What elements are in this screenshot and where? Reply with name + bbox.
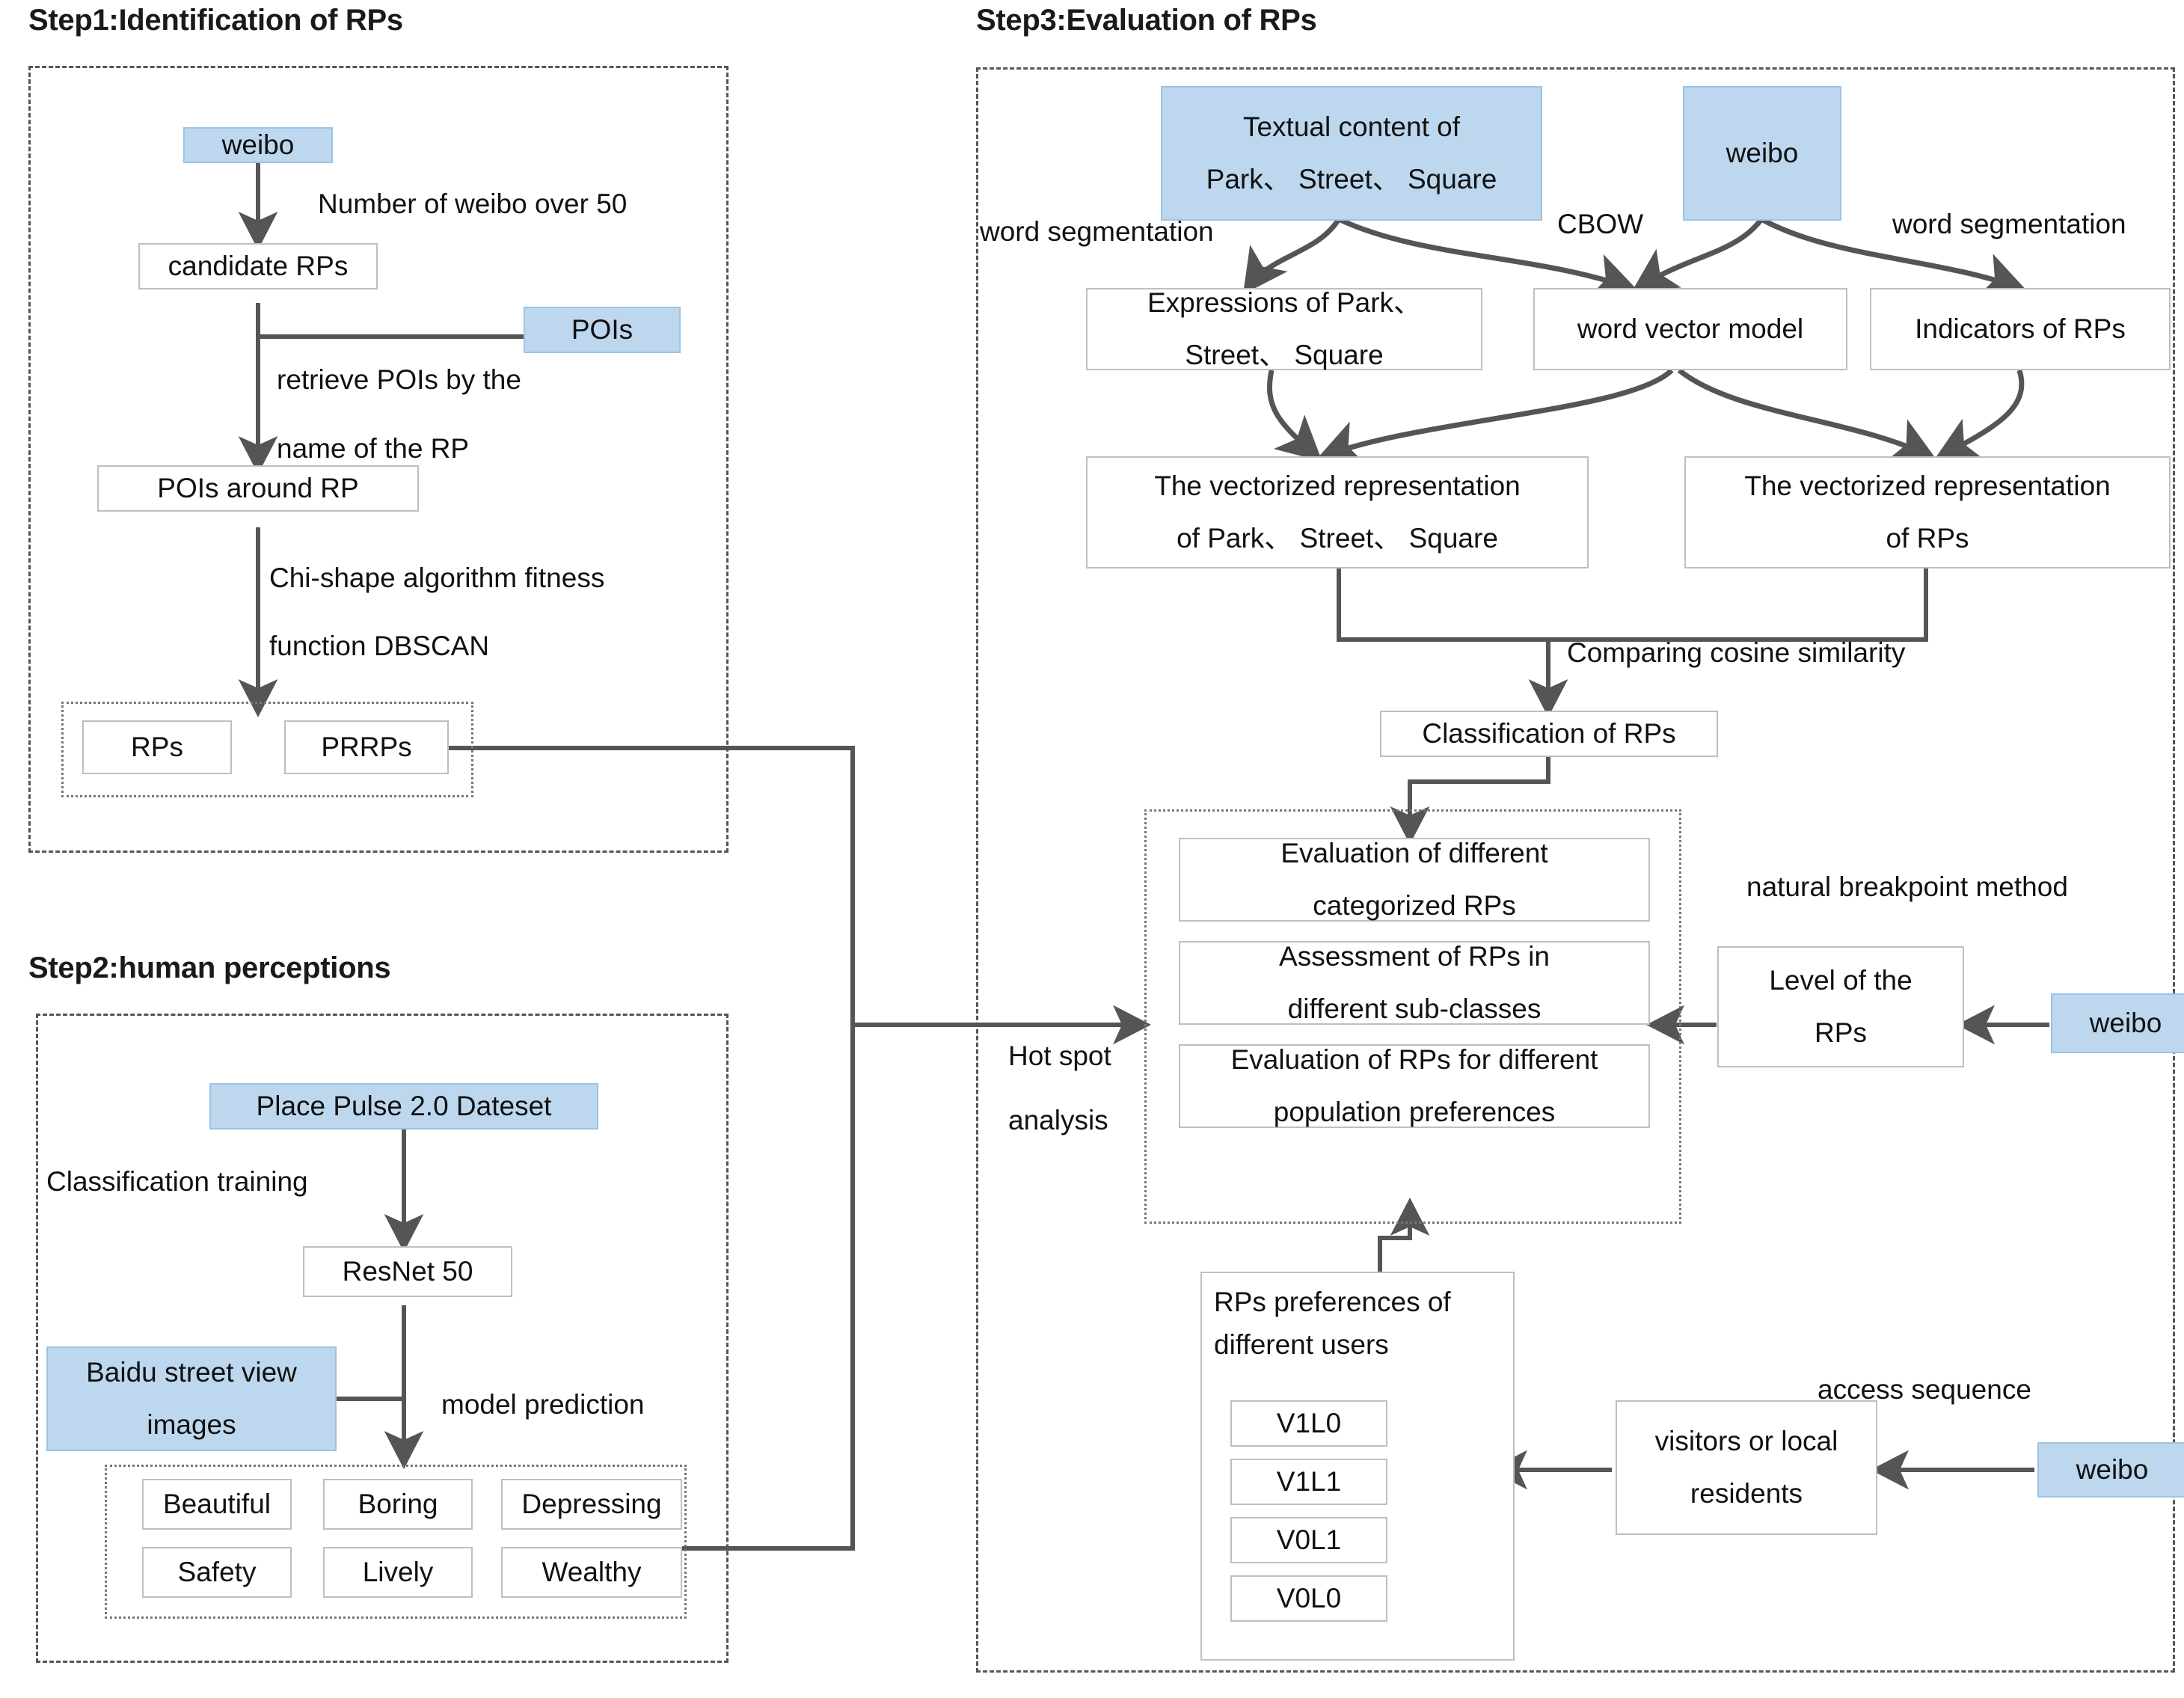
rps-pref-line-1: RPs preferences of	[1214, 1287, 1451, 1317]
step2-title: Step2:human perceptions	[28, 951, 391, 984]
label-access-sequence: access sequence	[1818, 1374, 2031, 1405]
eval-categorized-line-2: categorized RPs	[1313, 890, 1516, 921]
label-word-segmentation-left: word segmentation	[980, 216, 1214, 247]
node-pref-v1l1[interactable]: V1L1	[1230, 1459, 1387, 1505]
label-chishape-line2: function DBSCAN	[269, 631, 490, 661]
node-visitors-or-local-residents[interactable]: visitors or local residents	[1616, 1400, 1877, 1535]
label-model-prediction: model prediction	[441, 1389, 645, 1420]
baidu-line-2: images	[147, 1409, 236, 1440]
node-pref-v0l0[interactable]: V0L0	[1230, 1575, 1387, 1622]
node-weibo-visitors[interactable]: weibo	[2037, 1442, 2184, 1498]
label-retrieve-line1: retrieve POIs by the	[277, 364, 521, 395]
label-cbow: CBOW	[1557, 209, 1644, 239]
node-eval-categorized-rps[interactable]: Evaluation of different categorized RPs	[1179, 838, 1650, 922]
label-number-of-weibo: Number of weibo over 50	[318, 189, 628, 219]
node-indicators-of-rps[interactable]: Indicators of RPs	[1870, 288, 2171, 370]
step3-title: Step3:Evaluation of RPs	[976, 4, 1317, 37]
vect-park-line-1: The vectorized representation	[1154, 470, 1521, 501]
vect-park-line-2: of Park、 Street、 Square	[1177, 523, 1498, 554]
assess-sub-line-1: Assessment of RPs in	[1279, 940, 1550, 972]
node-pois-around-rp[interactable]: POIs around RP	[97, 465, 419, 512]
label-classification-training: Classification training	[46, 1166, 308, 1197]
node-resnet50[interactable]: ResNet 50	[303, 1246, 512, 1297]
step2-perceptions-group	[105, 1465, 687, 1619]
node-rps[interactable]: RPs	[82, 720, 232, 774]
label-comparing-cosine: Comparing cosine similarity	[1567, 637, 1906, 668]
node-baidu-street-view-images[interactable]: Baidu street view images	[46, 1346, 337, 1451]
baidu-line-1: Baidu street view	[86, 1356, 297, 1388]
node-level-of-the-rps[interactable]: Level of the RPs	[1717, 946, 1964, 1067]
assess-sub-line-2: different sub-classes	[1287, 993, 1542, 1024]
node-textual-content[interactable]: Textual content of Park、 Street、 Square	[1161, 86, 1542, 221]
node-place-pulse-dataset[interactable]: Place Pulse 2.0 Dateset	[209, 1083, 598, 1130]
node-classification-of-rps[interactable]: Classification of RPs	[1380, 711, 1718, 757]
node-vectorized-park[interactable]: The vectorized representation of Park、 S…	[1086, 456, 1589, 568]
label-natural-breakpoint: natural breakpoint method	[1746, 871, 2068, 902]
label-chishape-line1: Chi-shape algorithm fitness	[269, 563, 605, 593]
eval-population-line-2: population preferences	[1273, 1097, 1556, 1127]
node-eval-population-preferences[interactable]: Evaluation of RPs for different populati…	[1179, 1044, 1650, 1128]
node-perception-lively[interactable]: Lively	[323, 1547, 473, 1598]
eval-population-line-1: Evaluation of RPs for different	[1230, 1043, 1598, 1075]
textual-content-line-2: Park、 Street、 Square	[1206, 164, 1497, 194]
node-expressions-of-park[interactable]: Expressions of Park、 Street、 Square	[1086, 287, 1482, 370]
node-vectorized-rps[interactable]: The vectorized representation of RPs	[1684, 456, 2171, 568]
node-perception-wealthy[interactable]: Wealthy	[501, 1547, 682, 1598]
textual-content-line-1: Textual content of	[1242, 111, 1461, 142]
node-pois[interactable]: POIs	[524, 307, 681, 353]
expressions-line-1: Expressions of Park、	[1147, 286, 1422, 318]
rps-pref-line-2: different users	[1214, 1329, 1389, 1361]
node-perception-boring[interactable]: Boring	[323, 1479, 473, 1530]
node-perception-beautiful[interactable]: Beautiful	[142, 1479, 292, 1530]
label-hotspot-line1: Hot spot	[1008, 1040, 1111, 1071]
node-weibo-step1[interactable]: weibo	[183, 127, 333, 163]
node-assessment-sub-classes[interactable]: Assessment of RPs in different sub-class…	[1179, 941, 1650, 1025]
label-hotspot-line2: analysis	[1008, 1105, 1108, 1135]
level-line-2: RPs	[1815, 1017, 1867, 1048]
node-prrps[interactable]: PRRPs	[284, 720, 449, 774]
level-line-1: Level of the	[1769, 964, 1912, 996]
label-word-segmentation-right: word segmentation	[1892, 209, 2126, 239]
node-weibo-step3-top[interactable]: weibo	[1683, 86, 1841, 221]
node-candidate-rps[interactable]: candidate RPs	[138, 243, 378, 289]
eval-categorized-line-1: Evaluation of different	[1280, 837, 1548, 868]
node-pref-v1l0[interactable]: V1L0	[1230, 1400, 1387, 1447]
node-perception-depressing[interactable]: Depressing	[501, 1479, 682, 1530]
step3-evaluation-group	[1144, 809, 1681, 1224]
step1-container	[28, 66, 728, 853]
label-retrieve-line2: name of the RP	[277, 433, 470, 464]
visitors-line-2: residents	[1690, 1478, 1803, 1509]
node-weibo-level[interactable]: weibo	[2051, 993, 2184, 1053]
step1-output-group	[61, 702, 473, 797]
node-perception-safety[interactable]: Safety	[142, 1547, 292, 1598]
visitors-line-1: visitors or local	[1654, 1425, 1838, 1456]
node-pref-v0l1[interactable]: V0L1	[1230, 1517, 1387, 1563]
node-word-vector-model[interactable]: word vector model	[1533, 288, 1847, 370]
vect-rps-line-2: of RPs	[1886, 523, 1969, 554]
expressions-line-2: Street、 Square	[1185, 340, 1384, 370]
step1-title: Step1:Identification of RPs	[28, 4, 403, 37]
vect-rps-line-1: The vectorized representation	[1744, 470, 2111, 501]
step2-container	[36, 1014, 728, 1663]
step3-container	[976, 67, 2175, 1673]
